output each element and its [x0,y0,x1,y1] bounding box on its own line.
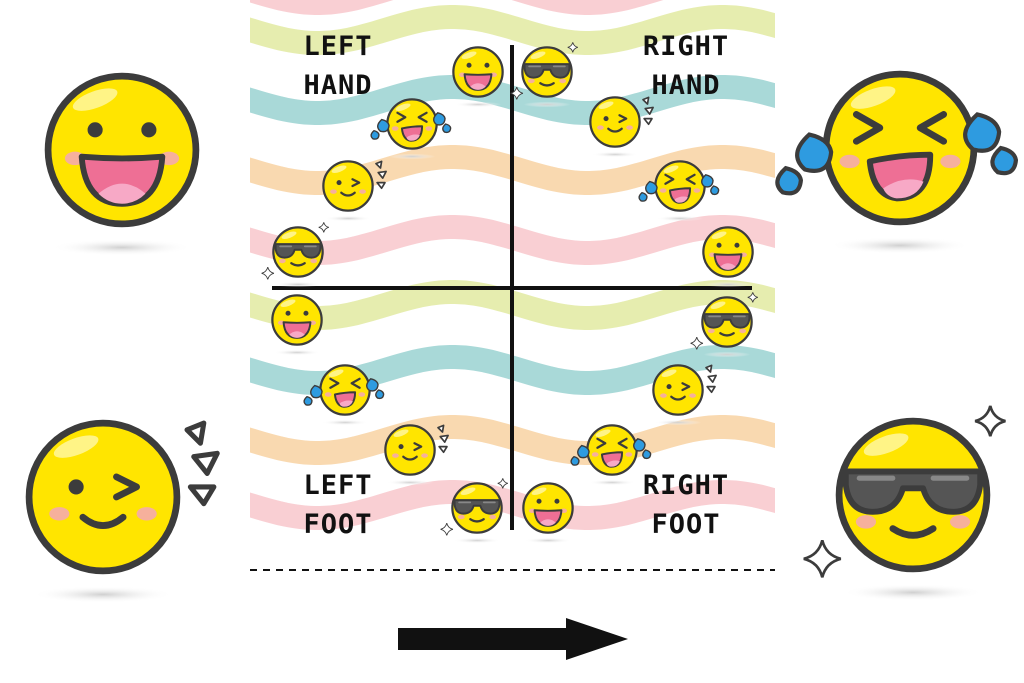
right-foot-label-line2: FOOT [651,509,720,540]
legend-emoji-right-hand [775,70,1019,254]
right-hand-label-line1: RIGHT [643,31,729,62]
left-foot-label-line1: LEFT [303,470,372,501]
track-emojis [261,42,758,544]
track-emoji-left-foot-grin [271,294,323,356]
legend-emoji-right-foot [803,405,1006,601]
wave-band [250,75,775,125]
left-hand-label-line1: LEFT [303,31,372,62]
wave-band [250,4,775,55]
track-emoji-right-foot-grin [522,482,574,544]
left-hand-label-line2: HAND [303,70,372,101]
track-emoji-right-hand-grin [702,226,754,288]
track-emoji-right-foot-laugh-tears [570,424,652,486]
legend-emoji-left-foot [25,419,220,603]
track-emoji-right-foot-sunglasses [690,292,758,358]
direction-arrow-icon [398,618,628,660]
track-emoji-left-hand-grin [452,46,504,108]
legend-emojis [25,70,1019,603]
left-foot-label-line2: FOOT [303,509,372,540]
wave-band [250,215,775,265]
wave-band [250,480,775,530]
track-emoji-left-foot-sunglasses [440,478,508,544]
track-emoji-left-hand-laugh-tears [370,98,452,160]
track-emoji-left-foot-laugh-tears [303,364,385,426]
wave-band [250,0,664,16]
right-hand-label-line2: HAND [651,70,720,101]
track-emoji-left-hand-sunglasses [261,222,329,288]
wave-band [250,280,775,330]
track-emoji-left-hand-wink [322,160,387,222]
wave-band [250,415,775,465]
legend-emoji-left-hand [44,72,200,256]
track-emoji-right-hand-sunglasses [510,42,578,108]
track-emoji-right-foot-wink [652,364,717,426]
track-emoji-left-foot-wink [384,424,449,486]
track-emoji-right-hand-laugh-tears [638,160,720,222]
right-foot-label-line1: RIGHT [643,470,729,501]
track-emoji-right-hand-wink [589,96,654,158]
